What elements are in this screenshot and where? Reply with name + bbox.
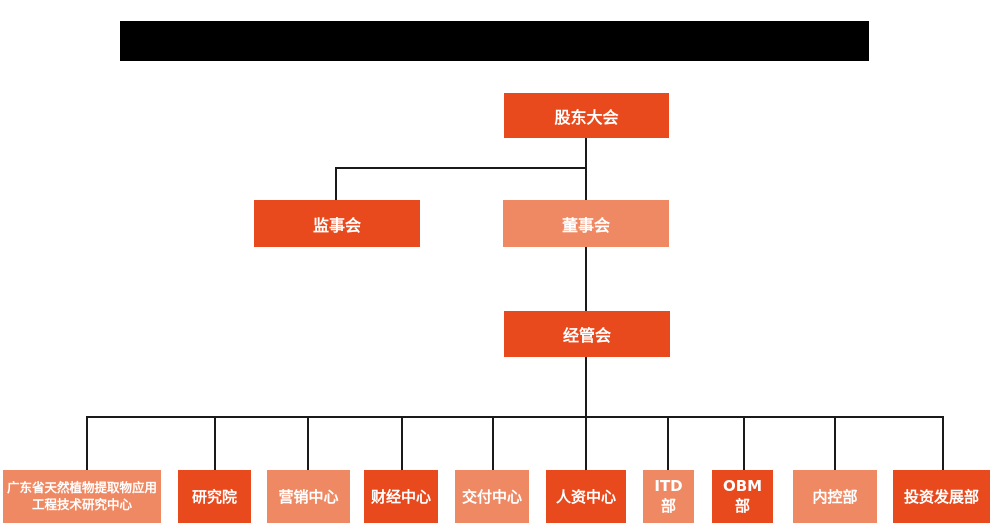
node-dept-guangdong-research-center: 广东省天然植物提取物应用工程技术研究中心 [3, 470, 161, 523]
connector-drop-dept8 [834, 416, 836, 470]
redacted-title-bar [120, 21, 869, 61]
connector-management-to-trunk [585, 357, 587, 417]
node-supervisory-board: 监事会 [254, 200, 420, 247]
connector-drop-dept1 [214, 416, 216, 470]
node-dept-obm: OBM部 [712, 470, 773, 523]
connector-drop-dept4 [492, 416, 494, 470]
connector-drop-dept0 [86, 416, 88, 470]
connector-shareholders-to-board [585, 138, 587, 200]
connector-drop-dept2 [307, 416, 309, 470]
connector-branch-supervisory [335, 167, 587, 169]
node-dept-hr-center: 人资中心 [546, 470, 626, 523]
node-dept-delivery-center: 交付中心 [455, 470, 529, 523]
node-dept-investment-development: 投资发展部 [893, 470, 990, 523]
node-dept-marketing-center: 营销中心 [267, 470, 350, 523]
connector-board-to-management [585, 246, 587, 311]
connector-drop-dept5 [585, 416, 587, 470]
connector-drop-supervisory [335, 167, 337, 200]
node-dept-internal-control: 内控部 [793, 470, 877, 523]
node-shareholders-meeting: 股东大会 [504, 93, 669, 138]
connector-drop-dept6 [667, 416, 669, 470]
connector-trunk [86, 416, 944, 418]
node-dept-finance-center: 财经中心 [364, 470, 438, 523]
connector-drop-dept9 [942, 416, 944, 470]
node-dept-research-institute: 研究院 [178, 470, 251, 523]
connector-drop-dept3 [401, 416, 403, 470]
connector-drop-dept7 [743, 416, 745, 470]
node-board-of-directors: 董事会 [503, 200, 669, 247]
node-management-committee: 经管会 [504, 311, 670, 357]
node-dept-itd: ITD部 [643, 470, 694, 523]
